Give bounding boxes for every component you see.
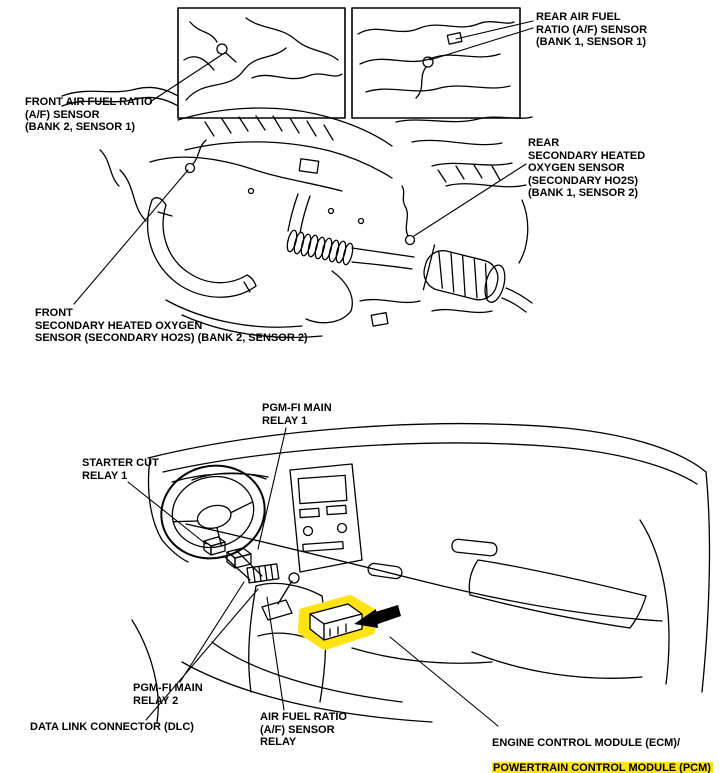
- dashboard-leader-lines: [127, 427, 499, 727]
- engine-line-art: [61, 86, 533, 339]
- label-rear-secondary-ho2s: REAR SECONDARY HEATED OXYGEN SENSOR (SEC…: [528, 137, 646, 199]
- inset-box-front-af: [177, 7, 346, 119]
- label-af-sensor-relay: AIR FUEL RATIO (A/F) SENSOR RELAY: [260, 711, 347, 748]
- label-pcm-line-highlighted: POWERTRAIN CONTROL MODULE (PCM): [492, 761, 713, 773]
- steering-wheel: [160, 464, 266, 560]
- label-front-secondary-ho2s: FRONT SECONDARY HEATED OXYGEN SENSOR (SE…: [35, 307, 308, 344]
- relay-boxes: [203, 536, 252, 569]
- label-front-af-sensor: FRONT AIR FUEL RATIO (A/F) SENSOR (BANK …: [25, 96, 153, 133]
- flex-pipe: [286, 229, 354, 266]
- engine-leader-lines: [73, 20, 534, 305]
- label-ecm-line: ENGINE CONTROL MODULE (ECM)/: [492, 736, 681, 749]
- label-data-link-connector: DATA LINK CONNECTOR (DLC): [30, 721, 194, 733]
- pcm-arrow: [354, 605, 401, 628]
- label-pgm-fi-main-relay-2: PGM-FI MAIN RELAY 2: [133, 682, 203, 707]
- inset-front-af-art: [183, 17, 343, 101]
- dashboard-line-art: [131, 423, 711, 723]
- center-stack: [289, 463, 363, 573]
- label-starter-cut-relay-1: STARTER CUT RELAY 1: [82, 457, 159, 482]
- label-ecm-pcm: ENGINE CONTROL MODULE (ECM)/ POWERTRAIN …: [492, 724, 713, 773]
- catalytic-converter: [422, 244, 506, 303]
- pcm-module: [309, 603, 363, 641]
- dlc-connector: [246, 563, 280, 584]
- inset-box-rear-af: [351, 7, 521, 119]
- inset-rear-af-art: [357, 21, 515, 99]
- label-rear-af-sensor: REAR AIR FUEL RATIO (A/F) SENSOR (BANK 1…: [536, 11, 648, 48]
- label-pgm-fi-main-relay-1: PGM-FI MAIN RELAY 1: [262, 402, 332, 427]
